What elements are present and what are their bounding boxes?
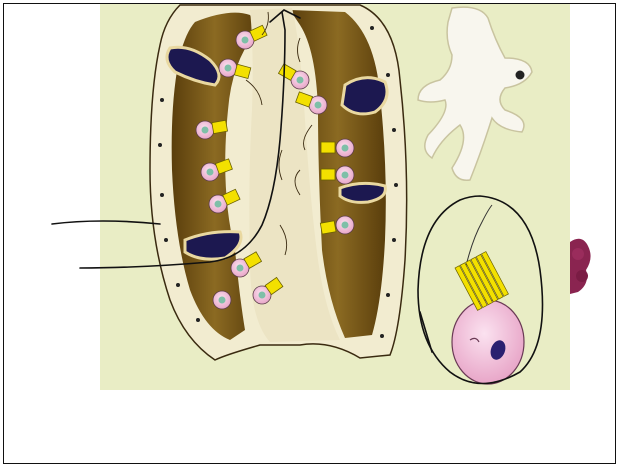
amoebocyte-nucleus	[516, 71, 525, 80]
porocyte-cell-icon	[340, 183, 385, 202]
sponge-cross-section	[150, 5, 407, 360]
purple-blob-icon	[570, 239, 591, 294]
porocyte-cell-icon	[342, 78, 387, 114]
